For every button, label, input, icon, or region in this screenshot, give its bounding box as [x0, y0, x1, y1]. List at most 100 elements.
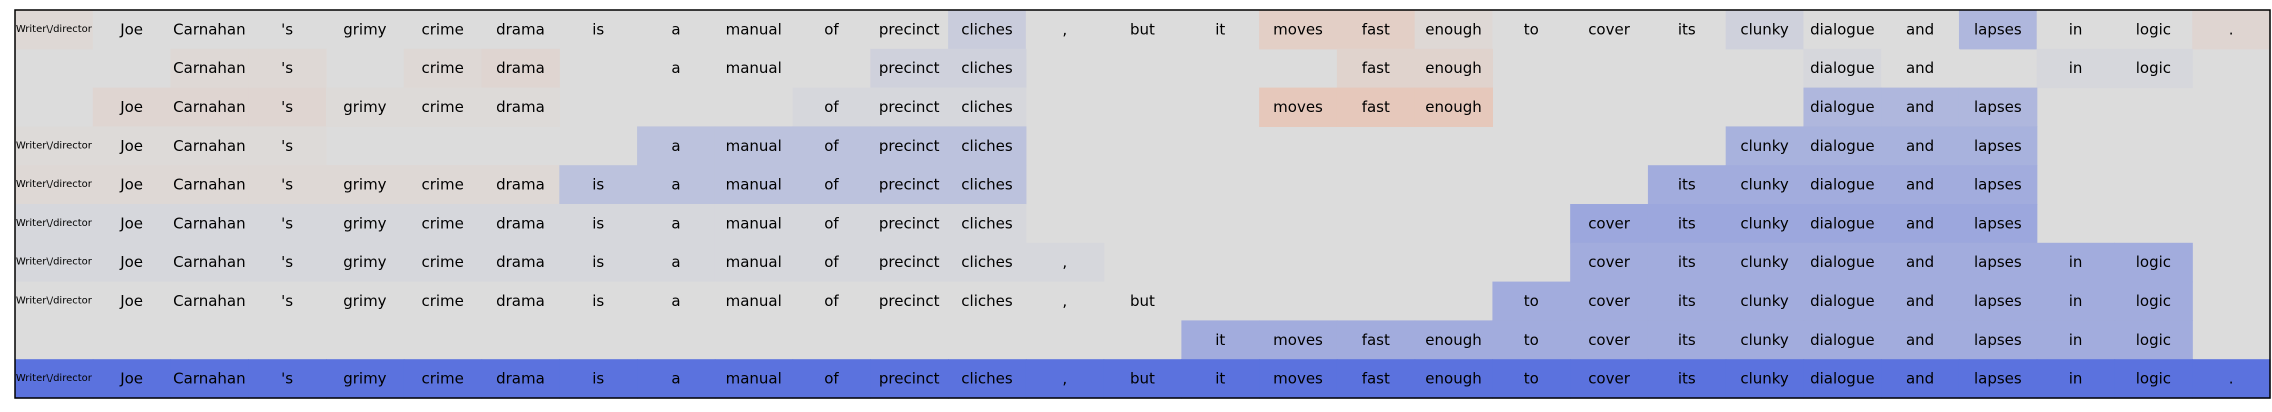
heatmap-cells — [15, 10, 2271, 399]
heatmap-cell — [481, 165, 560, 205]
heatmap-cell — [481, 87, 560, 127]
token-label: Joe — [119, 214, 143, 232]
token-label: crime — [421, 370, 463, 388]
token-label: logic — [2136, 59, 2171, 77]
heatmap-cell — [870, 359, 949, 399]
heatmap-cell — [248, 281, 327, 321]
token-label: crime — [421, 253, 463, 271]
heatmap-cell — [326, 10, 405, 50]
token-label: its — [1678, 176, 1696, 194]
heatmap-cell — [559, 10, 638, 50]
heatmap-cell — [403, 359, 483, 399]
token-label: clunky — [1740, 20, 1789, 38]
heatmap-cell — [1492, 359, 1571, 399]
heatmap-cell — [2114, 10, 2193, 50]
heatmap-cell — [92, 281, 172, 321]
heatmap-cell — [714, 204, 794, 244]
heatmap-cell — [248, 165, 327, 205]
token-label: 's — [281, 176, 293, 194]
token-label: precinct — [879, 137, 940, 155]
heatmap-cell — [1181, 10, 1260, 50]
heatmap-cell — [92, 242, 172, 283]
token-label: Joe — [119, 253, 143, 271]
heatmap-cell — [326, 87, 405, 127]
heatmap-cell — [1647, 165, 1727, 205]
heatmap-cell — [1958, 165, 2038, 205]
heatmap-cell — [2192, 10, 2271, 50]
heatmap-cell — [948, 126, 1027, 166]
heatmap-cell — [792, 242, 871, 283]
token-label: dialogue — [1810, 331, 1874, 349]
heatmap-cell — [403, 48, 483, 89]
token-label: Carnahan — [173, 137, 245, 155]
token-label: Carnahan — [173, 98, 245, 116]
token-label: cover — [1588, 331, 1631, 349]
token-label: enough — [1425, 370, 1481, 388]
token-label: cliches — [961, 20, 1013, 38]
heatmap-cell — [403, 242, 483, 283]
token-label: clunky — [1740, 292, 1789, 310]
token-label: grimy — [343, 20, 386, 38]
token-label: Joe — [119, 176, 143, 194]
token-label: cover — [1588, 253, 1631, 271]
token-label: Joe — [119, 292, 143, 310]
heatmap-cell — [170, 165, 249, 205]
token-label: its — [1678, 292, 1696, 310]
heatmap-cell — [92, 165, 172, 205]
token-label: . — [2229, 370, 2234, 388]
heatmap-cell — [948, 204, 1027, 244]
heatmap-cell — [15, 204, 94, 244]
plot-frame — [14, 9, 2271, 399]
heatmap-cell — [792, 10, 871, 50]
heatmap-cell — [1725, 204, 1805, 244]
token-label: in — [2069, 59, 2083, 77]
token-label: dialogue — [1810, 214, 1874, 232]
token-label: logic — [2136, 292, 2171, 310]
heatmap-cell — [1025, 359, 1105, 399]
token-label: to — [1524, 370, 1539, 388]
token-label: precinct — [879, 98, 940, 116]
heatmap-cell — [2036, 281, 2116, 321]
heatmap-cell — [870, 48, 949, 89]
token-label: a — [671, 176, 680, 194]
heatmap-cell — [1259, 10, 1338, 50]
heatmap-cell — [2036, 320, 2116, 360]
token-label: of — [824, 98, 839, 116]
heatmap-cell — [559, 281, 638, 321]
token-label: Writer\/director — [16, 24, 93, 35]
heatmap-cell — [15, 242, 94, 283]
heatmap-cell — [792, 204, 871, 244]
token-label: , — [1062, 292, 1067, 310]
heatmap-cell — [714, 48, 794, 89]
token-label: Writer\/director — [16, 179, 93, 190]
heatmap-cell — [1725, 320, 1805, 360]
token-label: a — [671, 253, 680, 271]
token-label: clunky — [1740, 137, 1789, 155]
token-label: precinct — [879, 59, 940, 77]
heatmap-cell — [1881, 359, 1960, 399]
token-label: moves — [1273, 370, 1323, 388]
token-label: grimy — [343, 98, 386, 116]
heatmap-cell — [637, 204, 716, 244]
token-label: 's — [281, 370, 293, 388]
heatmap-cell — [870, 87, 949, 127]
token-label: clunky — [1740, 176, 1789, 194]
heatmap-cell — [92, 204, 172, 244]
token-label: Joe — [119, 98, 143, 116]
token-label: Joe — [119, 20, 143, 38]
heatmap-cell — [1881, 204, 1960, 244]
token-label: and — [1906, 214, 1934, 232]
token-label: grimy — [343, 176, 386, 194]
token-label: 's — [281, 214, 293, 232]
token-label: , — [1062, 370, 1067, 388]
token-label: to — [1524, 292, 1539, 310]
token-label: in — [2069, 331, 2083, 349]
heatmap-cell — [326, 242, 405, 283]
heatmap-cell — [1803, 87, 1882, 127]
heatmap-cell — [1259, 87, 1338, 127]
heatmap-cell — [1725, 281, 1805, 321]
heatmap-cell — [948, 10, 1027, 50]
heatmap-cell — [1570, 281, 1649, 321]
heatmap-cell — [948, 165, 1027, 205]
token-label: Carnahan — [173, 292, 245, 310]
